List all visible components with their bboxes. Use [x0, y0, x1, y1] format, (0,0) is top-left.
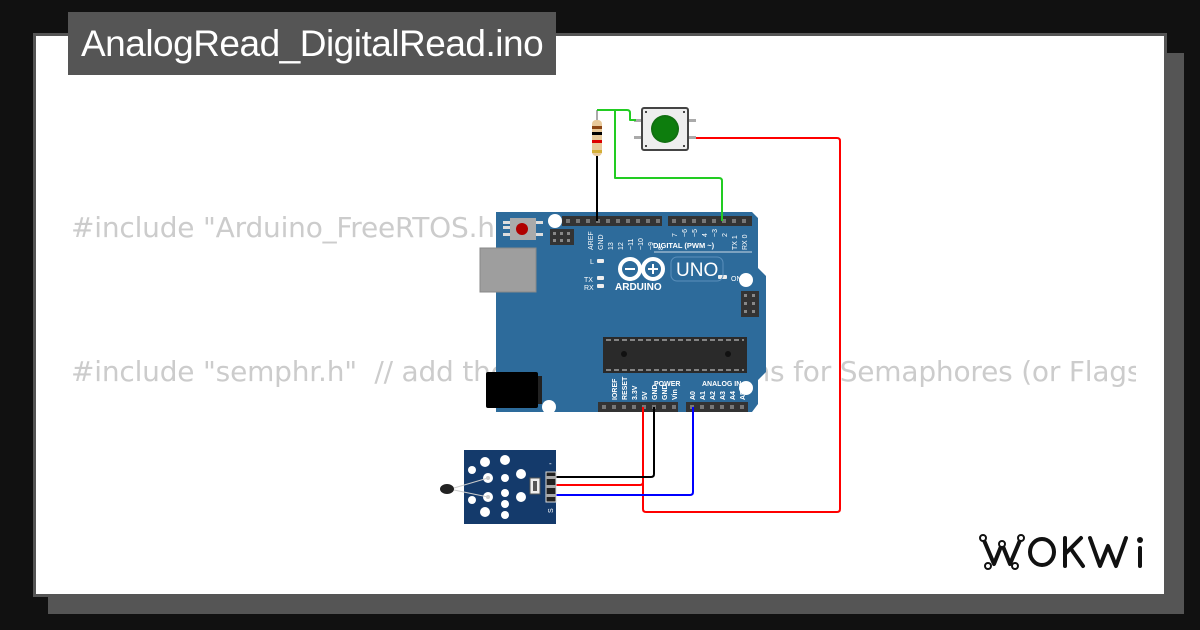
svg-text:DIGITAL (PWM ~): DIGITAL (PWM ~): [653, 241, 715, 250]
svg-text:A0: A0: [690, 391, 697, 400]
code-line: #include "Arduino_FreeRTOS.h": [71, 211, 508, 244]
wokwi-logo[interactable]: [978, 528, 1150, 572]
svg-text:A5: A5: [740, 391, 747, 400]
wire-green-button: [597, 109, 636, 121]
wire-green-pin2: [613, 109, 723, 221]
svg-text:4: 4: [702, 233, 709, 237]
svg-text:GND: GND: [652, 384, 659, 400]
svg-text:A1: A1: [700, 391, 707, 400]
analog-header: [686, 402, 748, 412]
svg-text:2: 2: [722, 233, 729, 237]
svg-text:L: L: [590, 259, 594, 266]
svg-text:ARDUINO: ARDUINO: [615, 282, 662, 293]
ntc-temperature-sensor-module[interactable]: - S: [440, 450, 557, 524]
svg-text:5V: 5V: [642, 391, 649, 400]
resistor[interactable]: [592, 110, 602, 156]
wires: [548, 109, 841, 513]
svg-text:UNO: UNO: [676, 260, 718, 281]
svg-text:TX: TX: [584, 277, 593, 284]
svg-text:RX 0: RX 0: [742, 234, 749, 250]
svg-text:GND: GND: [662, 384, 669, 400]
svg-text:RX: RX: [584, 285, 594, 292]
atmega-chip: [603, 337, 747, 373]
power-header: [598, 402, 678, 412]
svg-text:A2: A2: [710, 391, 717, 400]
wire-black-sensor-gnd: [548, 407, 655, 478]
svg-text:~9: ~9: [648, 242, 655, 250]
pushbutton[interactable]: [634, 107, 696, 151]
svg-text:12: 12: [618, 242, 625, 250]
svg-text:~10: ~10: [638, 238, 645, 250]
svg-text:TX 1: TX 1: [732, 235, 739, 250]
svg-text:-: -: [549, 459, 552, 468]
project-title: AnalogRead_DigitalRead.ino: [68, 12, 557, 75]
svg-text:A4: A4: [730, 391, 737, 400]
reset-button[interactable]: [503, 218, 543, 240]
svg-text:A3: A3: [720, 391, 727, 400]
svg-text:~5: ~5: [692, 229, 699, 237]
svg-text:S: S: [548, 508, 555, 513]
digital-header-left: [562, 216, 662, 226]
wire-red-button-5v: [642, 137, 841, 513]
svg-text:Vin: Vin: [672, 389, 679, 400]
thermistor: [440, 484, 454, 494]
wire-red-sensor-5v: [548, 481, 644, 486]
svg-text:IOREF: IOREF: [612, 378, 619, 400]
svg-text:3.3V: 3.3V: [632, 385, 639, 400]
svg-text:ANALOG IN: ANALOG IN: [702, 381, 741, 388]
usb-connector: [479, 247, 537, 293]
digital-header-right: [668, 216, 752, 226]
svg-text:GND: GND: [598, 234, 605, 250]
arduino-logo: [618, 257, 665, 281]
power-jack: [486, 372, 538, 408]
svg-text:POWER: POWER: [654, 381, 680, 388]
svg-text:RESET: RESET: [622, 376, 629, 400]
svg-text:ON: ON: [731, 276, 742, 283]
wire-blue-sensor-a0: [548, 407, 694, 496]
arduino-uno-board[interactable]: AREF GND 13 12 ~11 ~10 ~9 8 7 ~6 ~5 4 ~3…: [479, 212, 766, 414]
svg-text:8: 8: [658, 246, 665, 250]
svg-text:~3: ~3: [712, 229, 719, 237]
svg-text:AREF: AREF: [588, 231, 595, 250]
svg-text:13: 13: [608, 242, 615, 250]
svg-text:~11: ~11: [628, 239, 635, 250]
svg-text:7: 7: [672, 233, 679, 237]
svg-text:~6: ~6: [682, 229, 689, 237]
